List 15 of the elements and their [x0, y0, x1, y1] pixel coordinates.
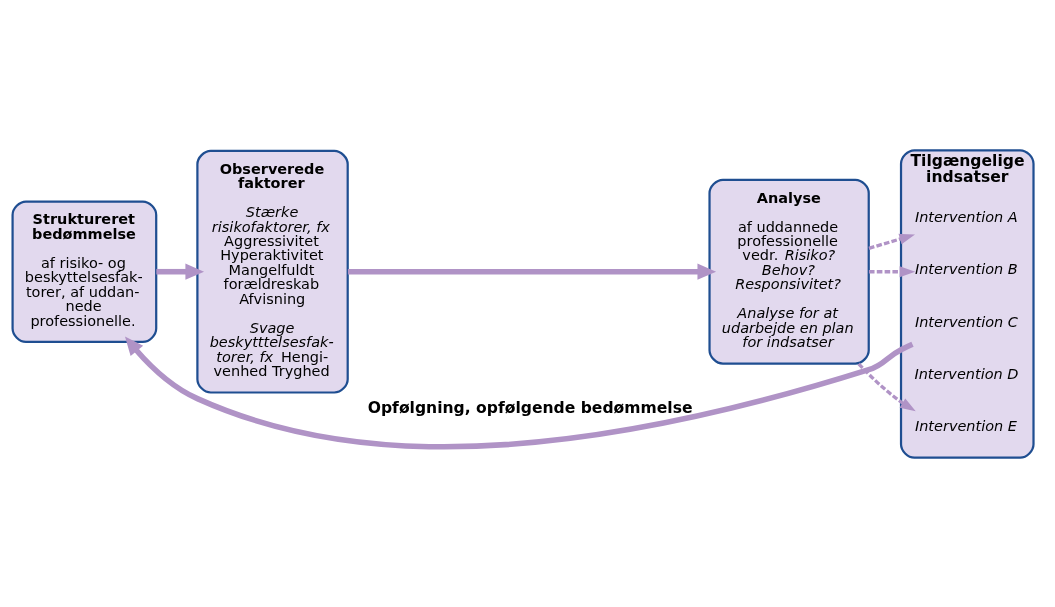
- arrow: [857, 362, 916, 411]
- arrow: [156, 263, 205, 280]
- node-text: Intervention D: [914, 365, 1019, 382]
- node-box: Struktureret bedømmelse af risiko- og beskyttelsesfak- torer, af uddan- nede professionelle.: [11, 199, 158, 343]
- node-text: Intervention C: [914, 313, 1018, 330]
- arrow: [347, 263, 717, 280]
- node-text: Intervention B: [914, 260, 1018, 277]
- node-box: Observerede faktorer Stærke risikofaktorer, fx Aggressivitet Hyperaktivitet Mangelfuldt forældreskab Afvisning Svage beskytttelsesfak- torer, fx Hengi- venhed Tryghed: [196, 149, 349, 394]
- node-text: Intervention E: [914, 417, 1017, 434]
- arrow: [868, 233, 915, 250]
- node-box: Analyse af uddannede professionelle vedr. Risiko? Behov? Responsivitet? Analyse for at udarbejde en plan for indsatser: [708, 178, 870, 365]
- edge-label: Opfølgning, opfølgende bedømmelse: [367, 398, 693, 417]
- arrow: [868, 265, 916, 277]
- arrow: [125, 336, 914, 449]
- node-text: Intervention A: [914, 208, 1018, 225]
